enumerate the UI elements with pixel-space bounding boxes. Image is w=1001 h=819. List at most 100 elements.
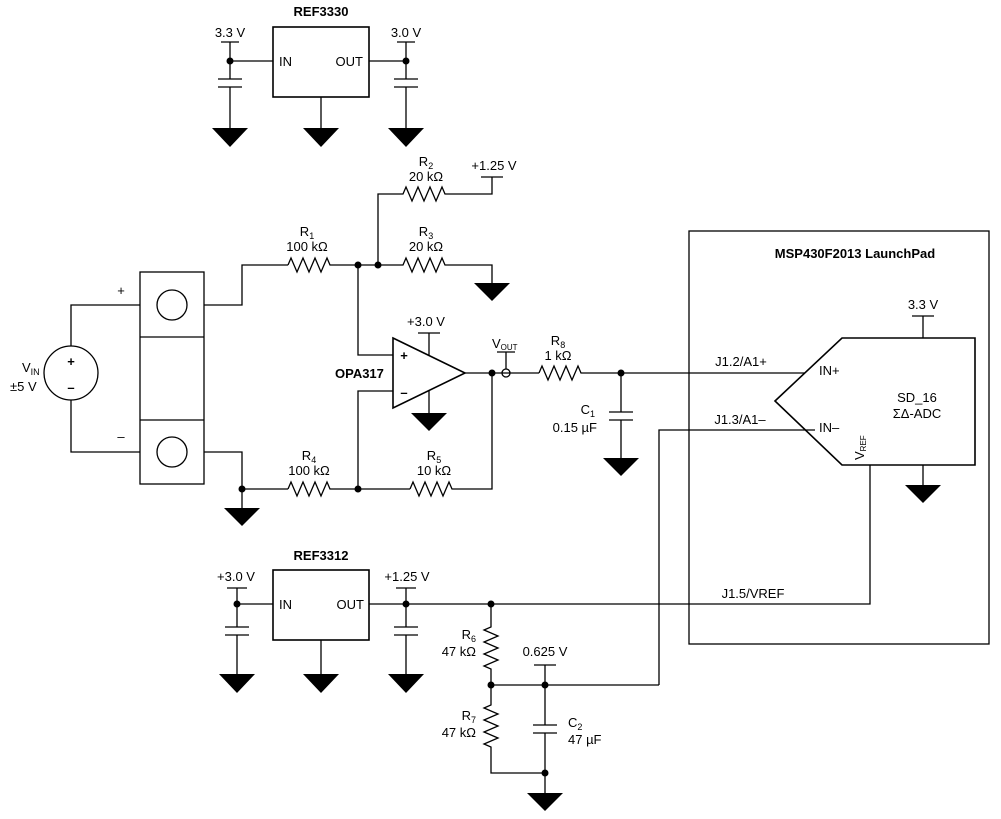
terminal-positive-label: + bbox=[117, 283, 125, 298]
r4-value: 100 kΩ bbox=[288, 463, 330, 478]
ref3330-out-voltage: 3.0 V bbox=[391, 25, 422, 40]
mid-node-label: 0.625 V bbox=[523, 644, 568, 659]
ref3312-input-capacitor bbox=[225, 626, 249, 674]
ref3312-chip bbox=[272, 569, 370, 641]
r6-name: R6 bbox=[462, 627, 476, 644]
r1-name: R1 bbox=[300, 224, 314, 241]
r2-supply-label: +1.25 V bbox=[471, 158, 517, 173]
ground-icon bbox=[219, 674, 255, 693]
terminal-screw-icon bbox=[156, 289, 188, 321]
ref3330-input-capacitor bbox=[218, 78, 242, 128]
junction-dot bbox=[402, 57, 410, 65]
c1-capacitor bbox=[609, 373, 633, 458]
adc-pin-in-plus: IN+ bbox=[819, 363, 840, 378]
terminal-screw-icon bbox=[156, 436, 188, 468]
r4-resistor bbox=[287, 480, 410, 498]
launchpad-board bbox=[688, 230, 990, 645]
r1-resistor bbox=[287, 256, 378, 274]
source-positive-lead bbox=[70, 304, 140, 346]
ref3312-out-voltage: +1.25 V bbox=[384, 569, 430, 584]
ref3312-in-voltage: +3.0 V bbox=[217, 569, 255, 584]
ref3330-name: REF3330 bbox=[294, 4, 349, 19]
ground-icon bbox=[303, 674, 339, 693]
source-plus-sign: + bbox=[67, 354, 75, 369]
junction-dot bbox=[226, 57, 234, 65]
junction-dot bbox=[541, 769, 549, 777]
positive-input-wire bbox=[204, 264, 288, 306]
r7-resistor bbox=[482, 685, 545, 774]
ground-icon bbox=[224, 508, 260, 526]
input-source-section: + – VIN ±5 V + – bbox=[10, 271, 205, 485]
amplifier-section: R1 100 kΩ +1.25 V R2 20 kΩ R3 20 kΩ + – … bbox=[204, 154, 539, 526]
adc-block bbox=[773, 337, 976, 466]
source-minus-sign: – bbox=[67, 380, 74, 395]
ground-icon bbox=[212, 128, 248, 147]
c2-capacitor bbox=[533, 685, 557, 793]
r8-resistor bbox=[538, 364, 815, 382]
vin-range: ±5 V bbox=[10, 379, 37, 394]
divider-section: R6 47 kΩ 0.625 V R7 47 kΩ C2 47 µF bbox=[442, 604, 659, 811]
opamp-name: OPA317 bbox=[335, 366, 384, 381]
ref3330-section: REF3330 IN OUT 3.3 V 3.0 V bbox=[212, 4, 424, 147]
noninverting-input-wire bbox=[357, 265, 393, 356]
adc-pin-in-minus: IN– bbox=[819, 420, 840, 435]
r3-value: 20 kΩ bbox=[409, 239, 444, 254]
ref3330-in-voltage: 3.3 V bbox=[215, 25, 246, 40]
c1-name: C1 bbox=[581, 402, 595, 419]
adc-type: ΣΔ-ADC bbox=[893, 406, 942, 421]
opamp-minus-sign: – bbox=[400, 385, 407, 400]
junction-dot bbox=[402, 600, 410, 608]
r2-name: R2 bbox=[419, 154, 433, 171]
inverting-input-wire bbox=[357, 390, 393, 489]
ref3330-chip bbox=[272, 26, 370, 98]
vout-label: VOUT bbox=[492, 336, 518, 352]
ref3312-input-wire bbox=[227, 587, 273, 627]
ref3312-name: REF3312 bbox=[294, 548, 349, 563]
ground-icon bbox=[474, 283, 510, 301]
terminal-negative-label: – bbox=[117, 429, 125, 444]
net-a1-minus: J1.3/A1– bbox=[714, 412, 766, 427]
vin-label: VIN bbox=[22, 360, 40, 377]
opamp-supply-wire bbox=[418, 332, 440, 355]
ref3330-pin-out: OUT bbox=[336, 54, 364, 69]
r3-name: R3 bbox=[419, 224, 433, 241]
r1-value: 100 kΩ bbox=[286, 239, 328, 254]
r2-value: 20 kΩ bbox=[409, 169, 444, 184]
r7-name: R7 bbox=[462, 708, 476, 725]
source-negative-lead bbox=[70, 400, 140, 453]
ground-icon bbox=[905, 485, 941, 503]
c2-value: 47 µF bbox=[568, 732, 602, 747]
ground-icon bbox=[388, 128, 424, 147]
ref3312-output-wire bbox=[369, 587, 416, 627]
ground-icon bbox=[527, 793, 563, 811]
r5-value: 10 kΩ bbox=[417, 463, 452, 478]
terminal-block bbox=[139, 271, 205, 485]
mid-node-probe bbox=[534, 664, 556, 685]
adc-name: SD_16 bbox=[897, 390, 937, 405]
r8-name: R8 bbox=[551, 333, 565, 350]
r5-feedback-resistor bbox=[409, 373, 493, 498]
vref-wire bbox=[406, 465, 871, 605]
ground-icon bbox=[603, 458, 639, 476]
r4-name: R4 bbox=[302, 448, 316, 465]
c1-value: 0.15 µF bbox=[553, 420, 597, 435]
ground-icon bbox=[411, 413, 447, 431]
adc-vref-pin: VREF bbox=[852, 435, 868, 460]
ref3312-pin-out: OUT bbox=[337, 597, 365, 612]
ref3330-output-capacitor bbox=[394, 78, 418, 128]
adc-supply-label: 3.3 V bbox=[908, 297, 939, 312]
c2-name: C2 bbox=[568, 715, 582, 732]
ref3312-pin-in: IN bbox=[279, 597, 292, 612]
adc-supply-wire bbox=[912, 315, 934, 338]
r6-value: 47 kΩ bbox=[442, 644, 477, 659]
launchpad-section: MSP430F2013 LaunchPad 3.3 V IN+ IN– SD_1… bbox=[406, 230, 990, 685]
r2-resistor bbox=[377, 177, 493, 265]
ref3330-pin-in: IN bbox=[279, 54, 292, 69]
opamp-plus-sign: + bbox=[400, 348, 408, 363]
junction-dot bbox=[233, 600, 241, 608]
opa317-opamp-icon bbox=[392, 336, 467, 410]
r7-value: 47 kΩ bbox=[442, 725, 477, 740]
r5-name: R5 bbox=[427, 448, 441, 465]
ref3312-section: REF3312 IN OUT +3.0 V +1.25 V bbox=[217, 548, 495, 693]
launchpad-title: MSP430F2013 LaunchPad bbox=[775, 246, 935, 261]
